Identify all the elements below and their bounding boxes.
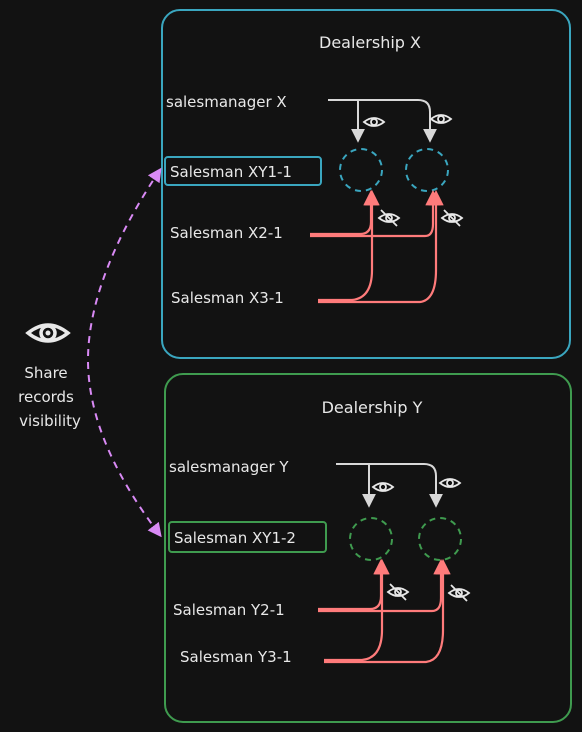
manager-x-grant-arrow-1 [328,99,365,143]
manager-y-grant-arrow-1 [336,463,376,508]
dealership-x-group: Dealership X salesmanager X Salesman XY1… [161,9,571,359]
salesman-y2-1-deny-arrow-1 [318,558,389,611]
manager-y-grant-arrow-2 [369,463,443,508]
eye-off-icon [387,583,409,601]
eye-icon [430,114,452,124]
dealership-y-group: Dealership Y salesmanager Y Salesman XY1… [164,373,572,723]
record-placeholder-x-1 [339,148,383,192]
salesman-y2-1-deny-arrow-2 [318,558,449,613]
record-placeholder-x-2 [405,148,449,192]
salesman-xy1-2-box[interactable] [168,521,327,553]
salesman-y3-1-deny-arrow-1 [324,558,390,662]
manager-x-grant-arrow-2 [358,99,437,143]
eye-off-icon [441,209,463,227]
record-placeholder-y-2 [418,517,462,561]
dealership-y-frame [164,373,572,723]
eye-off-icon [448,584,470,602]
eye-icon [363,117,385,127]
salesman-y3-1-label: Salesman Y3-1 [180,648,292,666]
salesman-y2-1-label: Salesman Y2-1 [173,601,285,619]
salesman-xy1-2-label: Salesman XY1-2 [174,529,296,547]
salesman-xy1-1-label: Salesman XY1-1 [170,163,292,181]
salesman-x2-1-label: Salesman X2-1 [170,224,283,242]
salesman-x3-1-label: Salesman X3-1 [171,289,284,307]
salesman-y3-1-deny-arrow-2 [324,558,451,664]
salesmanager-y-label: salesmanager Y [169,458,289,476]
share-label-line-3: visibility [19,412,81,430]
salesman-x2-1-deny-arrow-2 [310,189,441,238]
dealership-y-title: Dealership Y [322,398,423,417]
share-eye-icon [25,323,71,343]
salesman-x2-1-deny-arrow-1 [310,189,379,236]
dealership-x-title: Dealership X [319,33,421,52]
share-link-arrow [86,167,162,538]
salesman-xy1-1-box[interactable] [164,156,322,186]
eye-icon [372,482,394,492]
salesman-x3-1-deny-arrow-2 [318,189,444,304]
record-placeholder-y-1 [349,517,393,561]
share-label-line-2: records [18,388,74,406]
salesmanager-x-label: salesmanager X [166,93,287,111]
share-label-line-1: Share [24,364,67,382]
salesman-x3-1-deny-arrow-1 [318,189,380,302]
share-visibility-group: Share records visibility [18,167,162,538]
dealership-x-frame [161,9,571,359]
eye-icon [439,478,461,488]
eye-off-icon [378,209,400,227]
